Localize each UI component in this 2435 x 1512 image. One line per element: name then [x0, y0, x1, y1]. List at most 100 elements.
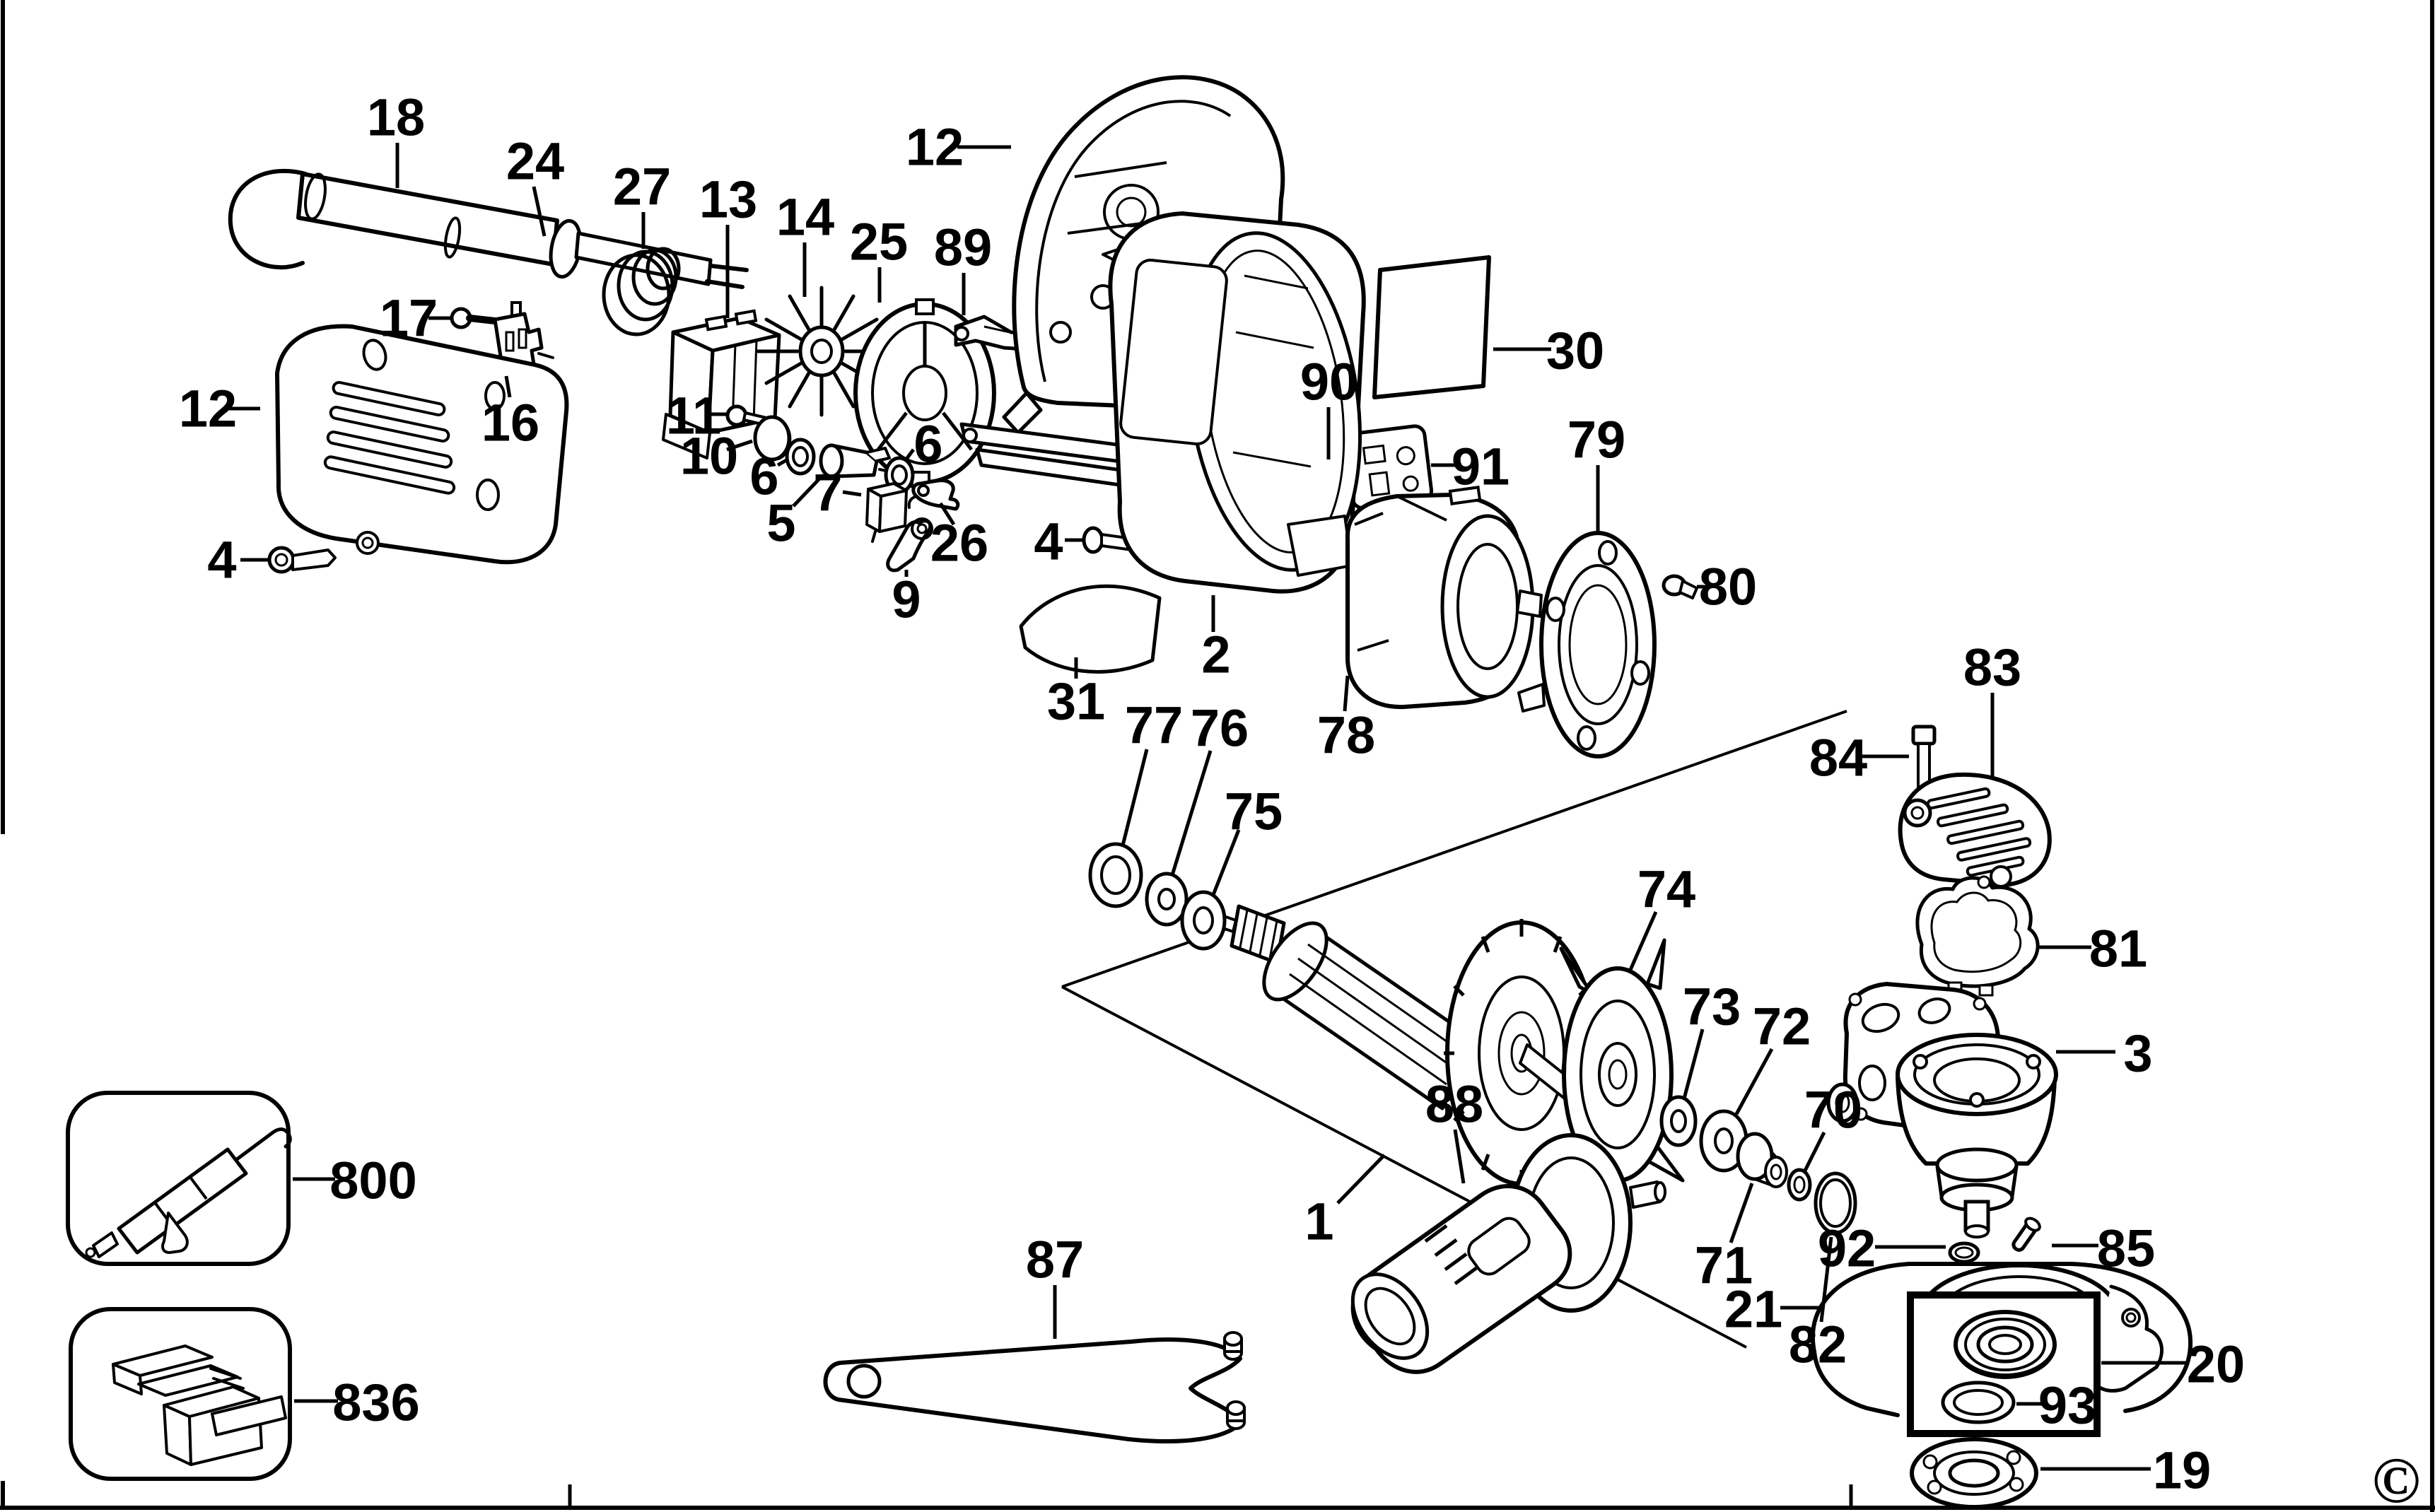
part-label-6: 6: [913, 415, 942, 474]
part-label-74: 74: [1637, 860, 1695, 919]
part-label-5: 5: [766, 494, 795, 553]
part-label-27: 27: [613, 158, 671, 216]
part-label-71: 71: [1695, 1236, 1753, 1295]
part-label-79: 79: [1567, 411, 1625, 469]
leader-line-26: [938, 502, 956, 526]
part-label-16: 16: [481, 394, 539, 452]
part-20-bearing-kit-box: [1907, 1291, 2101, 1437]
part-93-washer: [1941, 1381, 2016, 1424]
part-70-ring: [1787, 1168, 1812, 1202]
part-label-83: 83: [1963, 638, 2021, 697]
part-label-88: 88: [1425, 1075, 1483, 1134]
part-83-gearcase-cover: [1898, 772, 2052, 888]
leader-line-5: [792, 474, 824, 508]
part-5-spindle-lock: [819, 443, 894, 479]
leader-line-88: [1453, 1129, 1466, 1184]
part-label-93: 93: [2038, 1376, 2096, 1435]
part-3-gearcase: [1826, 982, 2058, 1238]
leader-line-16: [504, 375, 512, 398]
part-label-78: 78: [1317, 706, 1375, 765]
part-71-bushing: [1736, 1132, 1788, 1188]
part-label-26: 26: [930, 514, 988, 573]
part-label-14: 14: [776, 188, 834, 247]
leader-line-76: [1170, 750, 1213, 876]
part-label-87: 87: [1026, 1231, 1084, 1289]
part-label-90: 90: [1300, 353, 1358, 411]
part-82-o-ring: [1814, 1171, 1857, 1235]
part-78-field: [1345, 486, 1535, 710]
leader-line-77: [1121, 749, 1149, 846]
leader-line-7: [842, 490, 862, 497]
part-label-20: 20: [2187, 1335, 2245, 1394]
leader-line-6: [904, 448, 915, 462]
part-label-7: 7: [813, 464, 842, 522]
part-7-brush: [865, 482, 908, 543]
part-label-9: 9: [892, 570, 921, 629]
part-10-washer: [753, 415, 792, 462]
part-12-inner-cover: [275, 324, 569, 565]
part-label-82: 82: [1789, 1315, 1847, 1374]
part-label-3: 3: [2123, 1024, 2152, 1083]
part-79-bearing-plate: [1516, 531, 1657, 758]
copyright-mark: ©: [2372, 1444, 2421, 1512]
part-30-label: [1372, 255, 1491, 399]
leader-line-10: [726, 439, 753, 452]
part-27-spring: [602, 247, 681, 336]
part-label-4: 4: [1034, 512, 1063, 571]
leader-line-6: [776, 457, 789, 467]
part-label-12: 12: [179, 380, 237, 438]
part-88-side-handle: [1350, 1133, 1666, 1374]
part-6-bearing-front: [785, 438, 816, 476]
part-label-1: 1: [1304, 1192, 1333, 1251]
part-label-72: 72: [1753, 997, 1811, 1056]
part-4-screw-housing: [267, 546, 337, 574]
part-81-gasket: [1915, 875, 2040, 997]
leader-line-72: [1734, 1048, 1774, 1115]
part-80-screw: [1662, 574, 1698, 599]
leader-line-78: [1343, 675, 1350, 712]
part-74-baffle: [1559, 938, 1685, 1212]
part-label-800: 800: [329, 1151, 416, 1210]
part-label-80: 80: [1699, 558, 1757, 616]
part-25-baffle: [853, 298, 996, 488]
part-label-84: 84: [1809, 729, 1867, 787]
part-label-12: 12: [906, 118, 964, 177]
leader-line-71: [1729, 1183, 1754, 1243]
leader-line-1: [1336, 1154, 1386, 1205]
part-label-21: 21: [1724, 1280, 1782, 1339]
part-label-92: 92: [1818, 1219, 1876, 1278]
part-800-grease-kit: [66, 1091, 292, 1266]
part-19-flange-nut: [1910, 1437, 2038, 1509]
part-label-19: 19: [2153, 1441, 2211, 1500]
part-73-washer: [1659, 1095, 1698, 1147]
part-label-31: 31: [1047, 672, 1105, 731]
part-label-2: 2: [1201, 626, 1230, 684]
part-85-pin: [2011, 1217, 2041, 1252]
part-label-17: 17: [380, 289, 438, 348]
part-label-85: 85: [2097, 1219, 2155, 1278]
part-75-washer: [1180, 890, 1227, 951]
part-87-wrench: [823, 1331, 1246, 1443]
part-label-11: 11: [666, 387, 721, 445]
part-label-24: 24: [506, 132, 564, 191]
leader-line-82: [1819, 1236, 1833, 1323]
part-label-25: 25: [850, 213, 908, 271]
part-label-76: 76: [1191, 699, 1249, 758]
part-label-10: 10: [680, 427, 738, 486]
part-label-77: 77: [1125, 696, 1183, 755]
leader-line-24: [532, 186, 547, 237]
part-label-81: 81: [2089, 920, 2147, 978]
part-label-89: 89: [934, 218, 992, 277]
part-2-motor-housing: [1108, 211, 1366, 594]
leader-line-75: [1211, 829, 1241, 896]
part-14-fan: [756, 286, 887, 417]
part-26-lever: [907, 479, 960, 511]
part-9-crank: [886, 517, 933, 573]
part-label-13: 13: [699, 170, 757, 229]
part-92-o-ring: [1948, 1241, 1980, 1264]
part-label-836: 836: [332, 1373, 419, 1432]
